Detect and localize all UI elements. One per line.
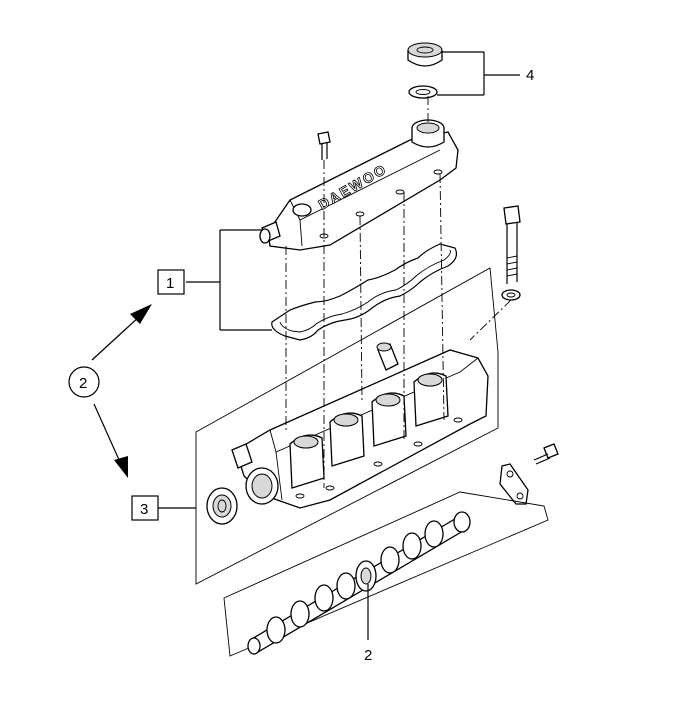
- callout-1-box: [157, 269, 185, 295]
- front-oil-seal: [206, 487, 238, 525]
- housing-bolt: [503, 205, 521, 284]
- arrow-down-right-icon: [93, 403, 128, 478]
- callout-leader-4: [437, 51, 520, 96]
- cover-gasket: [271, 243, 458, 341]
- assembly-centerlines: [285, 96, 512, 488]
- camshaft-cover: DAEWOO: [259, 119, 459, 251]
- thrust-plate-bolt: [533, 443, 559, 465]
- camshaft: [247, 511, 471, 655]
- tappet: [376, 342, 399, 371]
- filler-cap-seal: [408, 85, 438, 99]
- arrow-up-right-icon: [91, 304, 152, 361]
- callout-3-box: [131, 495, 159, 521]
- callout-4-label: 4: [526, 67, 534, 84]
- housing-group-outline: [195, 267, 499, 585]
- bolt-washer: [501, 289, 521, 301]
- callout-1-label: 1: [166, 275, 174, 292]
- thrust-plate: [499, 463, 529, 505]
- reference-circle-label: 2: [79, 375, 87, 392]
- oil-filler-cap: [407, 42, 443, 67]
- reference-circle: [68, 366, 100, 398]
- callout-leader-1: [186, 229, 272, 331]
- callout-3-label: 3: [140, 501, 148, 518]
- camshaft-housing: [231, 349, 489, 509]
- callout-2-camshaft-label: 2: [364, 647, 372, 664]
- camshaft-group-outline: [223, 491, 549, 657]
- cover-bolt: [317, 131, 331, 160]
